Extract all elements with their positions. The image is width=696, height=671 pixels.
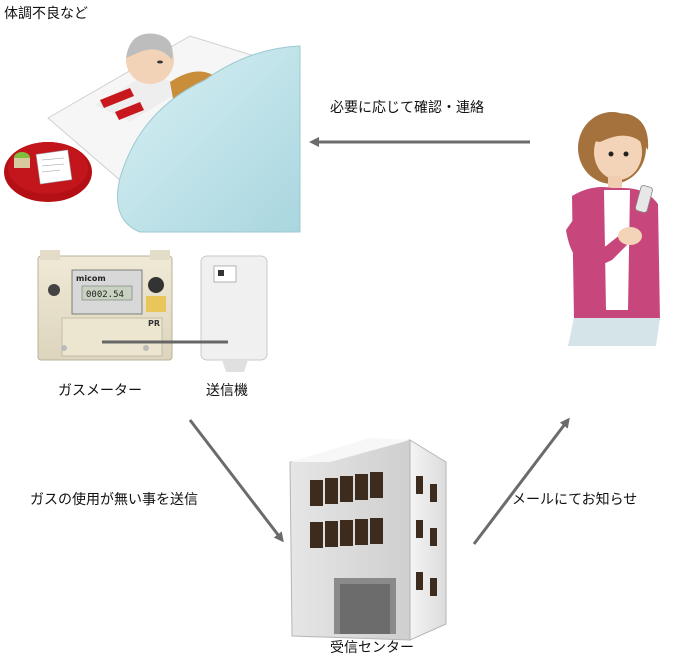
gas-meter-illustration: micom 0002.54 PR [37,250,173,361]
label-send-no-usage: ガスの使用が無い事を送信 [30,492,198,508]
label-notify-email: メールにてお知らせ [512,492,638,508]
building-illustration [289,438,447,641]
meter-reading-text: 0002.54 [86,290,124,300]
sick-person-illustration [4,33,301,233]
meter-brand-text: micom [76,274,106,283]
meter-pr-mark: PR [148,319,160,328]
label-sick: 体調不良など [4,6,88,22]
label-receiving-center: 受信センター [330,640,414,656]
label-gas-meter: ガスメーター [58,383,142,399]
woman-with-phone-illustration [566,112,660,346]
arrow-send-data [188,419,284,543]
label-transmitter: 送信機 [206,383,248,399]
label-contact: 必要に応じて確認・連絡 [330,100,484,116]
arrow-notify [472,417,570,545]
transmitter-illustration [200,255,268,372]
